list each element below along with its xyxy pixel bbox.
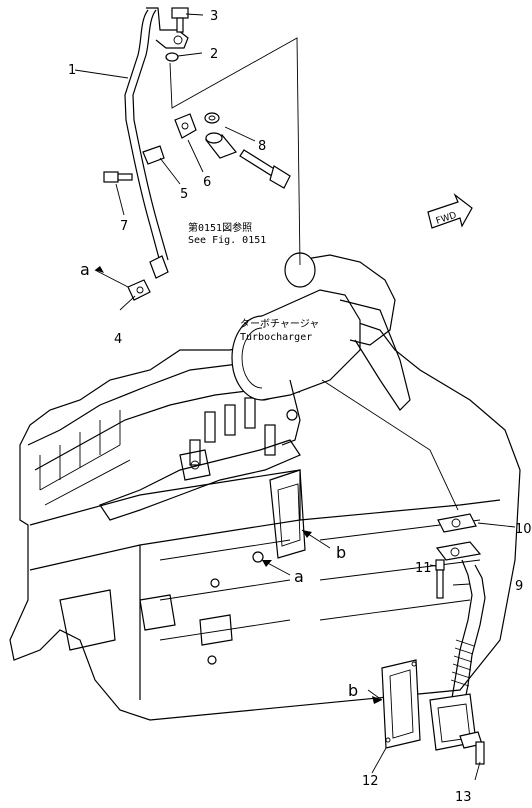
label-a-mid: a (294, 567, 304, 586)
callout-4: 4 (114, 332, 122, 347)
connector-part-4 (127, 279, 151, 301)
callout-8: 8 (258, 139, 266, 154)
turbocharger (231, 252, 411, 446)
arrow-a-top (95, 266, 104, 273)
leader-lines (74, 13, 516, 781)
label-b-mid: b (336, 543, 346, 562)
bolt-part-7 (103, 171, 133, 183)
callout-6: 6 (203, 175, 211, 190)
callout-3: 3 (210, 9, 218, 24)
o-ring-part-2 (165, 52, 179, 62)
clamp-part-5 (142, 145, 165, 165)
callout-2: 2 (210, 47, 218, 62)
turbo-label-jp: ターボチャージャ (240, 318, 319, 330)
long-bolt (239, 149, 291, 189)
oil-return-tube (435, 541, 486, 716)
callout-11: 11 (415, 561, 432, 576)
bolt-part-13 (459, 731, 485, 765)
spacer-part (204, 132, 237, 159)
callout-1: 1 (68, 63, 76, 78)
arrow-b-low (372, 696, 382, 704)
arrow-a-mid (262, 560, 272, 567)
callout-9: 9 (515, 579, 523, 594)
gasket-part-12 (381, 659, 421, 749)
clamp-part-6 (174, 113, 197, 139)
washer-part-8 (204, 112, 220, 124)
arrow-b-mid (302, 530, 312, 538)
bolt-part-11 (435, 559, 445, 599)
forward-arrow-icon (427, 193, 473, 229)
callout-12: 12 (362, 774, 379, 789)
assembly-reference-line (169, 37, 301, 266)
label-b-low: b (348, 681, 358, 700)
callout-10: 10 (515, 522, 532, 537)
oil-inlet-tube (124, 7, 189, 279)
gasket-part-10 (437, 513, 477, 533)
reference-jp: 第0151図参照 (188, 221, 252, 234)
callout-5: 5 (180, 187, 188, 202)
turbo-label-en: Turbocharger (240, 332, 312, 343)
callout-13: 13 (455, 790, 472, 804)
label-a-top: a (80, 260, 90, 279)
reference-en: See Fig. 0151 (188, 235, 266, 246)
callout-7: 7 (120, 219, 128, 234)
bolt-part-3 (171, 7, 189, 33)
